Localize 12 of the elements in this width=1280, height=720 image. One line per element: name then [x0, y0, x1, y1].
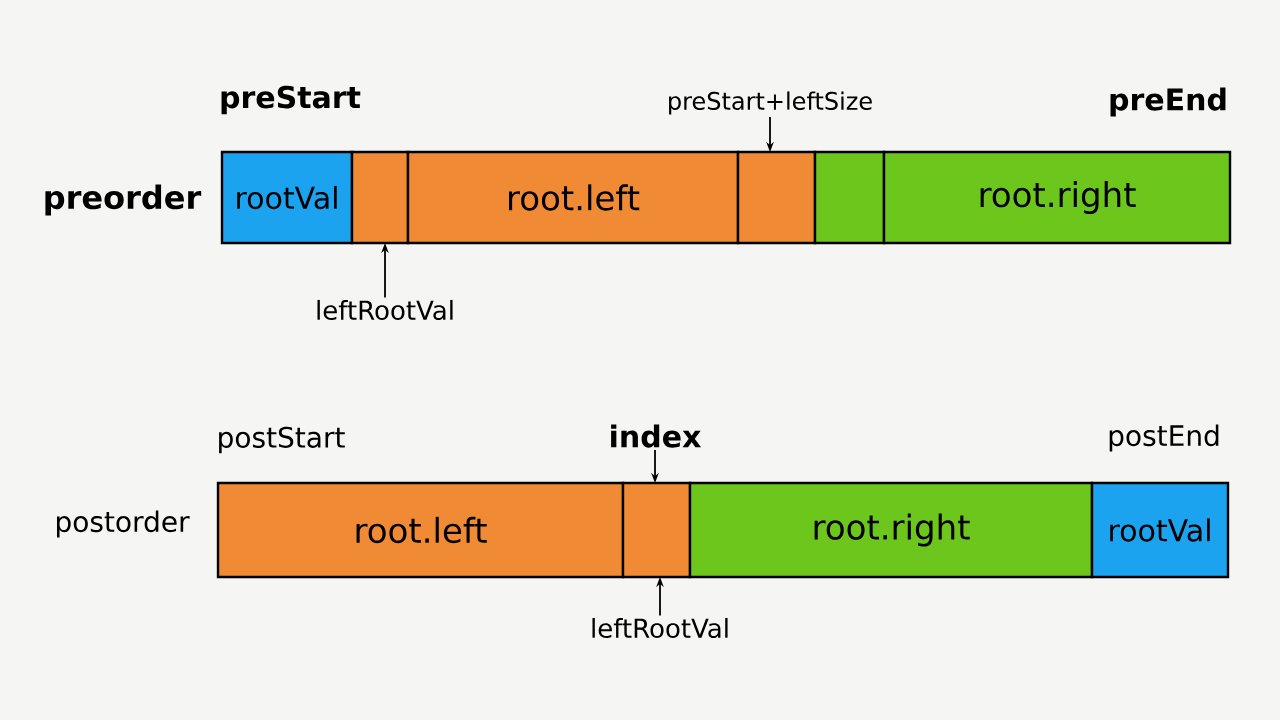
- pointer-label: preStart+leftSize: [669, 91, 872, 115]
- array-cell: [813, 150, 886, 245]
- array-cell: root.right: [688, 481, 1094, 579]
- array-cell: rootVal: [1090, 481, 1230, 579]
- array-cell: rootVal: [220, 150, 354, 245]
- pointer-label: index: [611, 424, 701, 448]
- pointer-label: leftRootVal: [592, 617, 728, 639]
- row-label: postorder: [57, 510, 190, 538]
- array-cell: [621, 481, 692, 579]
- pointer-label: leftRootVal: [317, 299, 453, 321]
- array-cell: [350, 150, 410, 245]
- array-cell: [736, 150, 817, 245]
